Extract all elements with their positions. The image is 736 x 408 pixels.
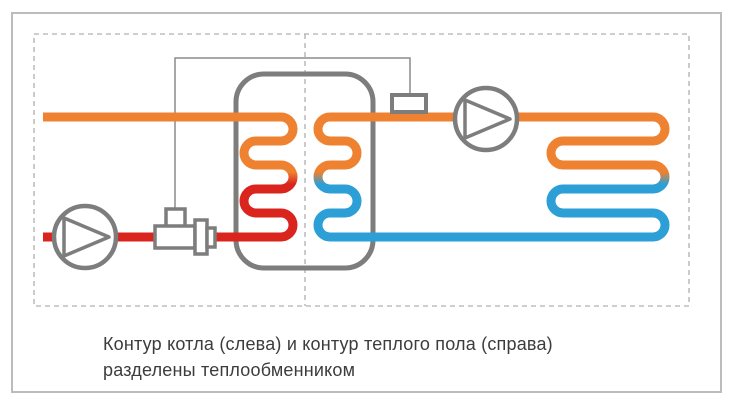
diagram-caption: Контур котла (слева) и контур теплого по… [103, 331, 663, 383]
diagram-card [11, 12, 722, 393]
system-boundary-dashed-box [33, 33, 690, 307]
mixing-valve-icon [153, 207, 217, 256]
valve-body [153, 224, 197, 250]
caption-line-1: Контур котла (слева) и контур теплого по… [103, 334, 553, 354]
floor-pump-rotor [463, 98, 512, 140]
floor-circuit-pipe [313, 112, 670, 242]
boiler-pump-rotor [62, 216, 111, 258]
heat-exchanger-tank-icon [233, 71, 376, 271]
sensor-control-line [174, 57, 411, 210]
boiler-pump-icon [51, 203, 119, 271]
caption-line-2: разделены теплообменником [103, 360, 356, 380]
temperature-sensor-icon [390, 93, 428, 114]
floor-pump-icon [452, 85, 520, 153]
valve-union-cap [205, 226, 217, 249]
valve-union-flange [193, 218, 209, 256]
boiler-circuit-pipe [43, 112, 298, 242]
